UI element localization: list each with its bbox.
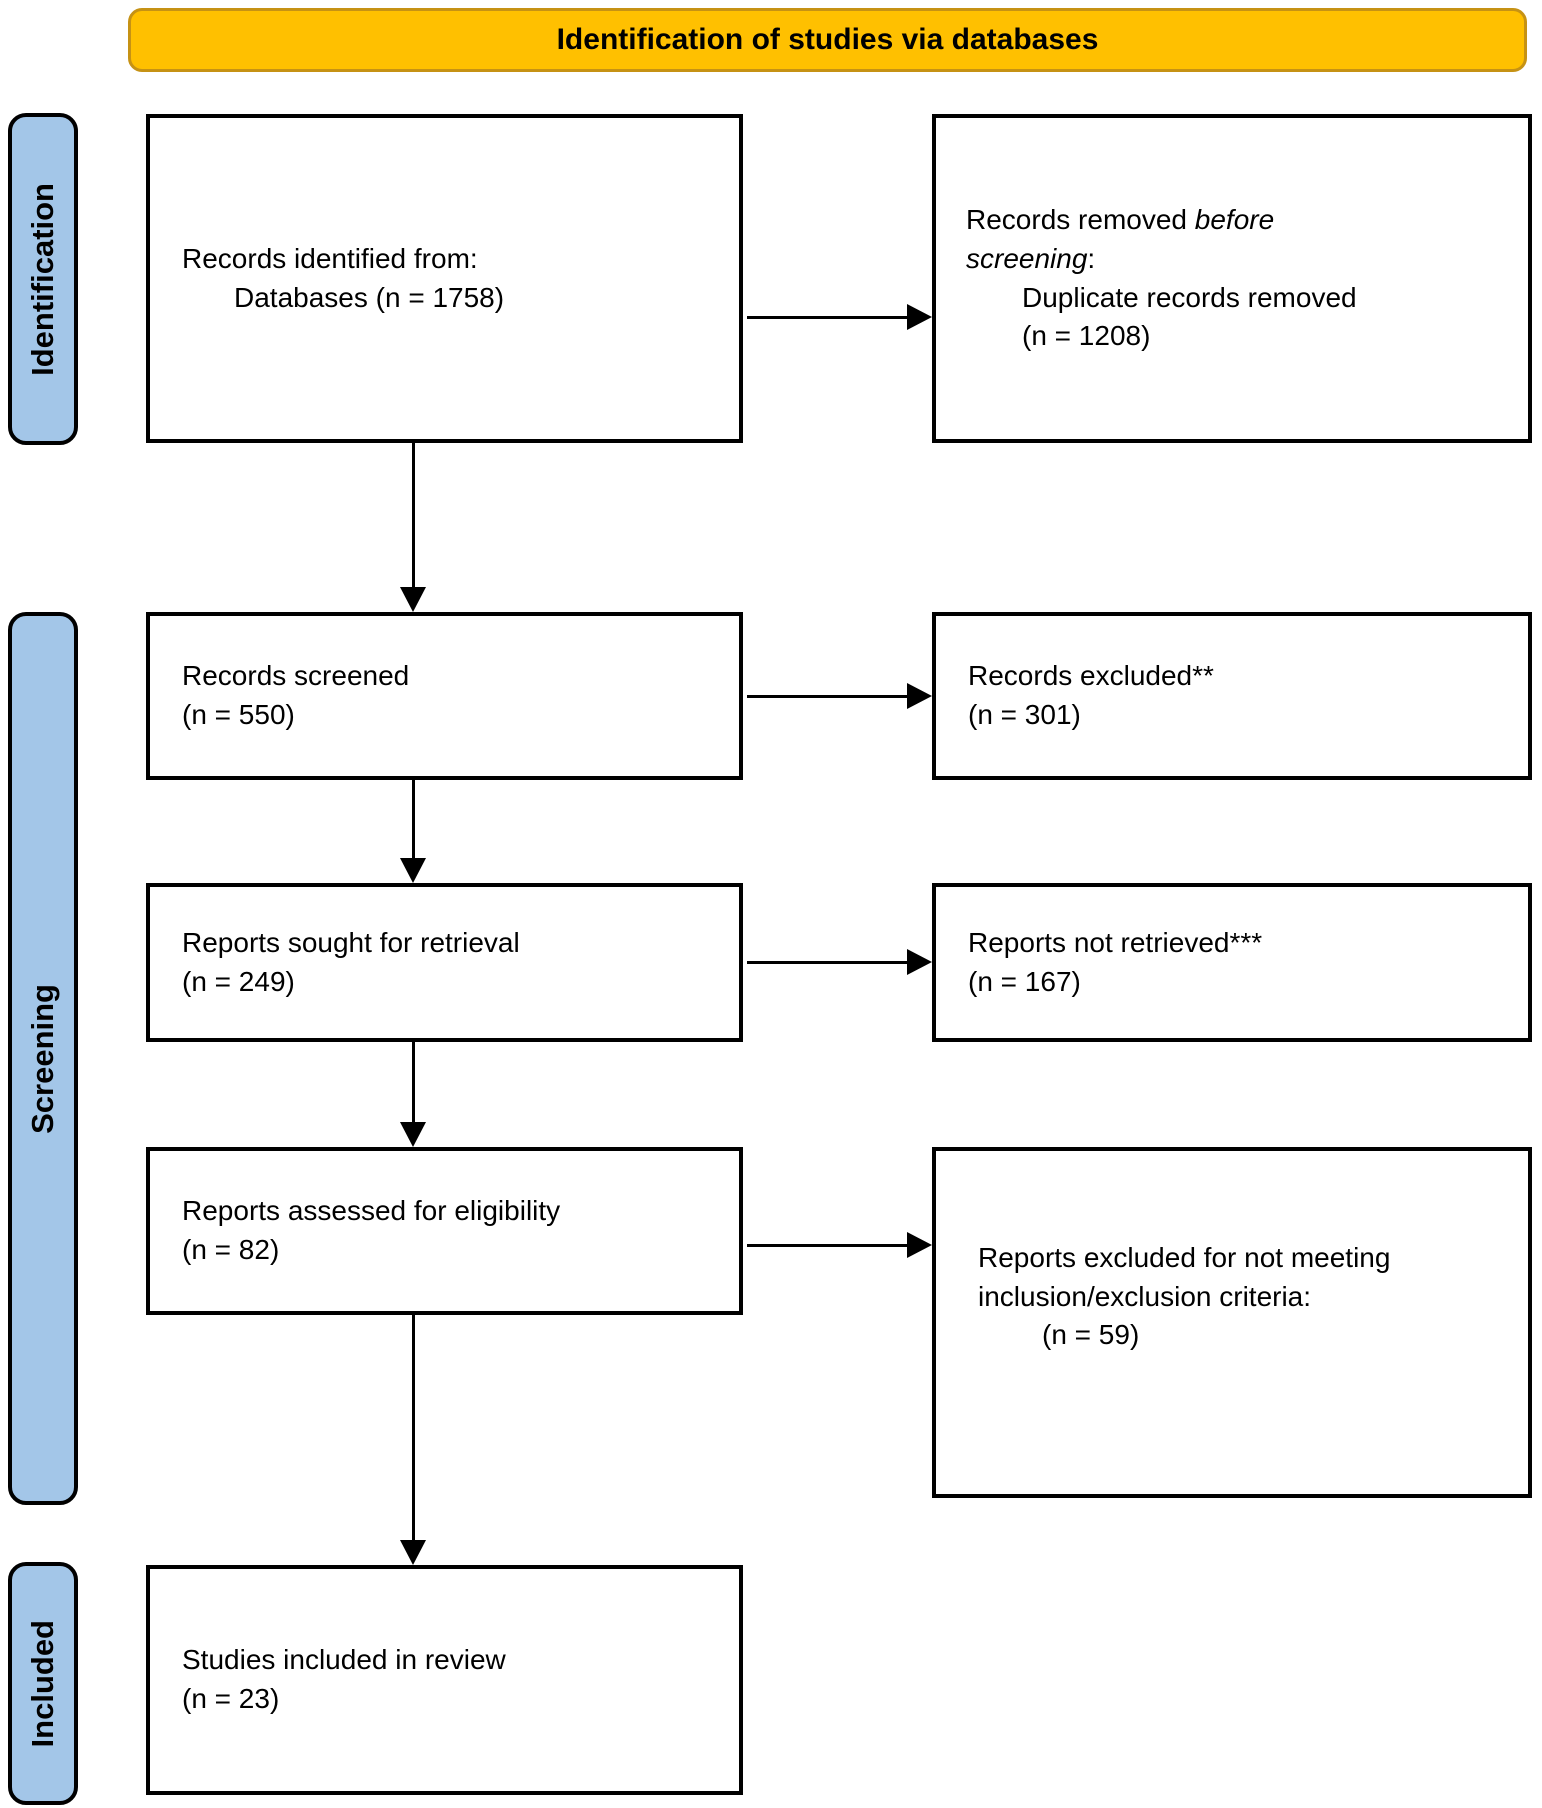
arrow-shaft — [747, 315, 909, 319]
arrow-head-icon — [907, 304, 932, 330]
box-records-screened-line2: (n = 550) — [182, 699, 295, 730]
box-reports-not-retrieved-line1: Reports not retrieved*** — [968, 926, 1263, 958]
stage-pill-identification: Identification — [8, 113, 78, 445]
box-records-removed-line1: Records removed before — [966, 201, 1514, 240]
banner-identification-of-studies: Identification of studies via databases — [128, 8, 1527, 72]
box-records-removed-line2: screening: — [966, 240, 1514, 279]
arrow-shaft — [411, 1042, 415, 1124]
box-records-screened-line1: Records screened — [182, 660, 410, 692]
arrow-shaft — [411, 780, 415, 860]
arrow-head-icon — [907, 949, 932, 975]
stage-pill-screening: Screening — [8, 612, 78, 1505]
box-records-removed-line4: (n = 1208) — [1022, 320, 1151, 352]
box-reports-not-retrieved: Reports not retrieved*** (n = 167) — [932, 883, 1532, 1042]
arrow-shaft — [747, 694, 909, 698]
stage-label-identification: Identification — [25, 182, 60, 376]
box-records-identified-line2: Databases (n = 1758) — [234, 281, 505, 313]
arrow-head-icon — [400, 1122, 426, 1147]
removed-line2-italic: screening — [966, 242, 1088, 274]
removed-line1-italic: before — [1194, 204, 1275, 236]
arrow-shaft — [411, 443, 415, 589]
arrow-head-icon — [400, 587, 426, 612]
stage-label-screening: Screening — [25, 983, 60, 1134]
box-reports-excluded-criteria-line2: inclusion/exclusion criteria: — [978, 1280, 1312, 1312]
arrow-head-icon — [400, 858, 426, 883]
box-reports-excluded-criteria: Reports excluded for not meeting inclusi… — [932, 1147, 1532, 1498]
box-reports-sought-line2: (n = 249) — [182, 965, 295, 997]
banner-title: Identification of studies via databases — [556, 23, 1099, 56]
box-reports-excluded-criteria-line1: Reports excluded for not meeting — [978, 1242, 1391, 1273]
box-reports-assessed: Reports assessed for eligibility (n = 82… — [146, 1147, 743, 1315]
box-records-excluded: Records excluded** (n = 301) — [932, 612, 1532, 780]
box-records-identified: Records identified from: Databases (n = … — [146, 114, 743, 443]
box-records-removed: Records removed before screening: Duplic… — [932, 114, 1532, 443]
stage-pill-included: Included — [8, 1562, 78, 1805]
arrow-shaft — [747, 960, 909, 964]
box-reports-assessed-line1: Reports assessed for eligibility — [182, 1195, 561, 1227]
removed-line1-text: Records removed — [966, 204, 1195, 236]
box-reports-sought: Reports sought for retrieval (n = 249) — [146, 883, 743, 1042]
arrow-shaft — [411, 1315, 415, 1542]
box-reports-not-retrieved-line2: (n = 167) — [968, 965, 1081, 997]
box-records-excluded-line1: Records excluded** — [968, 660, 1214, 692]
box-records-removed-line3: Duplicate records removed — [1022, 281, 1357, 313]
arrow-shaft — [747, 1243, 909, 1247]
box-studies-included-line1: Studies included in review — [182, 1644, 506, 1676]
box-reports-excluded-criteria-line3: (n = 59) — [1042, 1319, 1140, 1351]
box-records-screened: Records screened (n = 550) — [146, 612, 743, 780]
removed-line2-colon: : — [1087, 242, 1096, 274]
arrow-head-icon — [400, 1540, 426, 1565]
box-reports-assessed-line2: (n = 82) — [182, 1234, 280, 1265]
arrow-head-icon — [907, 1232, 932, 1258]
arrow-head-icon — [907, 683, 932, 709]
box-records-excluded-line2: (n = 301) — [968, 699, 1081, 730]
box-studies-included-line2: (n = 23) — [182, 1683, 280, 1714]
box-reports-sought-line1: Reports sought for retrieval — [182, 926, 520, 958]
stage-label-included: Included — [25, 1619, 60, 1748]
box-studies-included: Studies included in review (n = 23) — [146, 1565, 743, 1795]
box-records-identified-line1: Records identified from: — [182, 242, 478, 274]
